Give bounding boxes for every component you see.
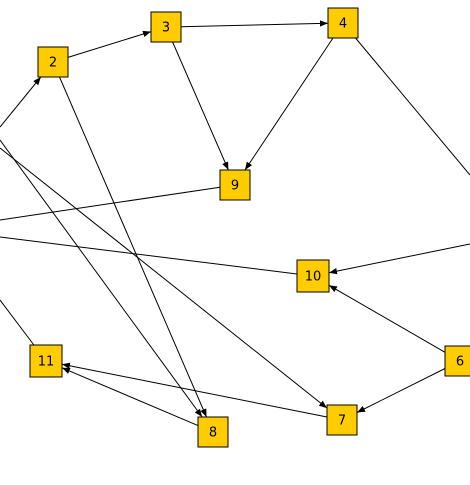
edge-2-to-8 xyxy=(59,76,207,418)
edge-offscreen-left-to-10 xyxy=(0,236,298,275)
node-2[interactable]: 2 xyxy=(37,46,69,78)
edge-offscreen-left-to-7 xyxy=(0,147,328,409)
edge-offscreen-left-to-9 xyxy=(0,186,221,221)
node-label-8: 8 xyxy=(209,426,217,441)
node-label-10: 10 xyxy=(305,270,322,285)
node-box-7[interactable] xyxy=(326,404,358,436)
node-10[interactable]: 10 xyxy=(296,259,330,293)
node-6[interactable]: 6 xyxy=(444,345,470,377)
edge-offscreen-right-to-10 xyxy=(328,243,470,275)
node-label-7: 7 xyxy=(338,414,346,429)
edges-layer xyxy=(0,20,470,427)
edge-3-to-9 xyxy=(172,41,229,171)
edge-2-to-3 xyxy=(67,30,152,58)
node-box-10[interactable] xyxy=(296,259,330,293)
edge-6-to-10 xyxy=(328,284,446,353)
node-11[interactable]: 11 xyxy=(29,344,63,378)
edge-7-to-11 xyxy=(61,362,328,418)
node-8[interactable]: 8 xyxy=(197,416,229,448)
node-box-8[interactable] xyxy=(197,416,229,448)
node-box-11[interactable] xyxy=(29,344,63,378)
node-7[interactable]: 7 xyxy=(326,404,358,436)
edge-6-to-7 xyxy=(356,368,446,413)
edge-offscreen-left-to-11 xyxy=(0,299,35,346)
node-box-9[interactable] xyxy=(219,169,251,201)
edge-offscreen-left-to-8 xyxy=(0,139,203,418)
node-box-3[interactable] xyxy=(150,11,182,43)
nodes-layer: 2 3 4 6 7 8 9 10 11 xyxy=(29,7,470,448)
node-label-4: 4 xyxy=(339,17,347,32)
node-3[interactable]: 3 xyxy=(150,11,182,43)
edge-4-to-offscreen-right xyxy=(355,37,470,176)
node-label-3: 3 xyxy=(162,21,170,36)
node-4[interactable]: 4 xyxy=(327,7,359,39)
node-box-6[interactable] xyxy=(444,345,470,377)
node-label-9: 9 xyxy=(231,179,239,194)
node-label-2: 2 xyxy=(49,56,57,71)
node-label-11: 11 xyxy=(38,355,55,370)
node-label-6: 6 xyxy=(456,355,464,370)
edge-offscreen-left-to-2 xyxy=(0,76,42,128)
node-box-4[interactable] xyxy=(327,7,359,39)
edge-8-to-11 xyxy=(61,367,199,427)
edge-3-to-4 xyxy=(180,20,329,28)
node-box-2[interactable] xyxy=(37,46,69,78)
edge-4-to-9 xyxy=(244,37,334,171)
node-9[interactable]: 9 xyxy=(219,169,251,201)
